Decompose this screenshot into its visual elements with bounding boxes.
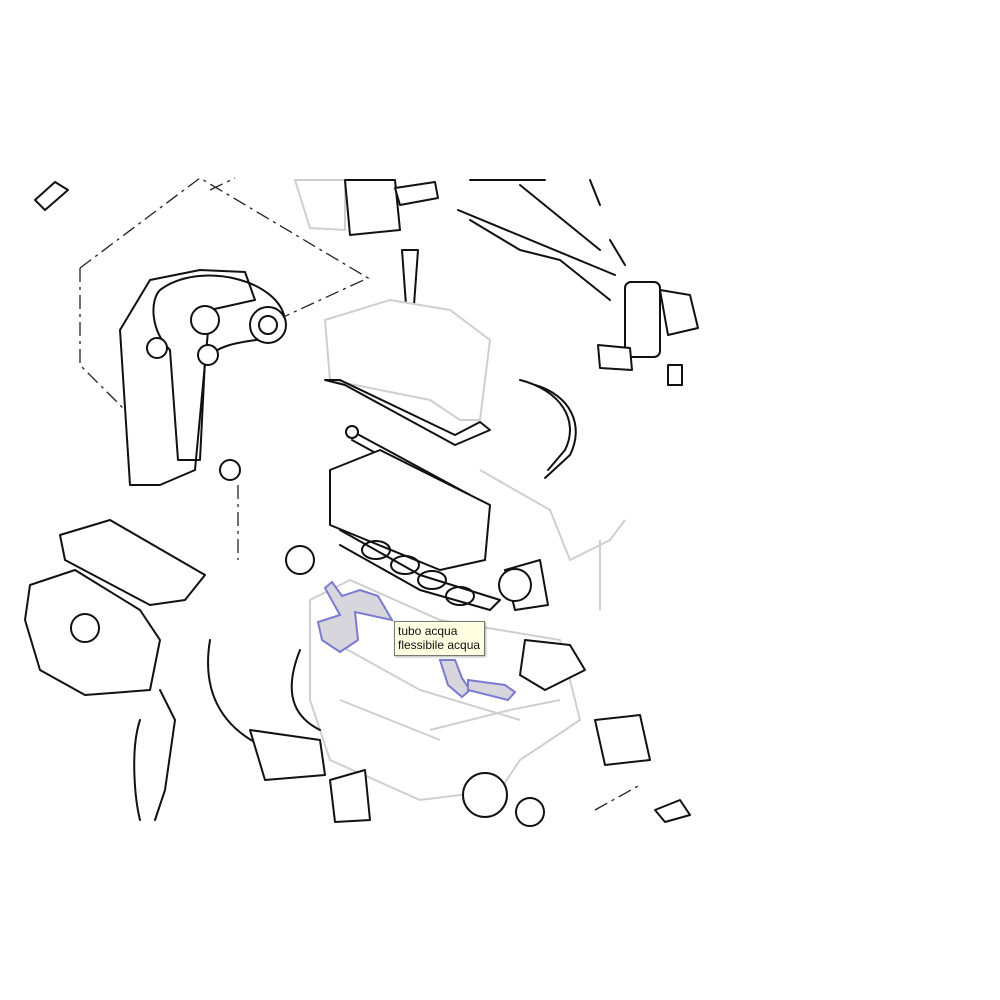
water-pipe[interactable] [429,469,626,731]
tooltip-line-1: tubo acqua [398,624,458,638]
cylinder-head[interactable] [329,449,501,611]
fuel-filter[interactable] [597,281,699,386]
valve-cover[interactable] [323,298,577,479]
exhaust-manifold[interactable] [24,519,326,821]
timing-belt-cover[interactable] [34,181,287,486]
highlighted-water-hose[interactable] [316,580,517,702]
engine-block [309,578,582,802]
water-pump[interactable] [285,545,545,827]
guide-lines [79,177,641,811]
fuel-rail[interactable] [457,179,626,301]
injection-pump[interactable] [293,179,439,306]
part-tooltip: tubo acqua flessibile acqua [394,621,486,656]
tooltip-line-2: flessibile acqua [398,638,481,652]
